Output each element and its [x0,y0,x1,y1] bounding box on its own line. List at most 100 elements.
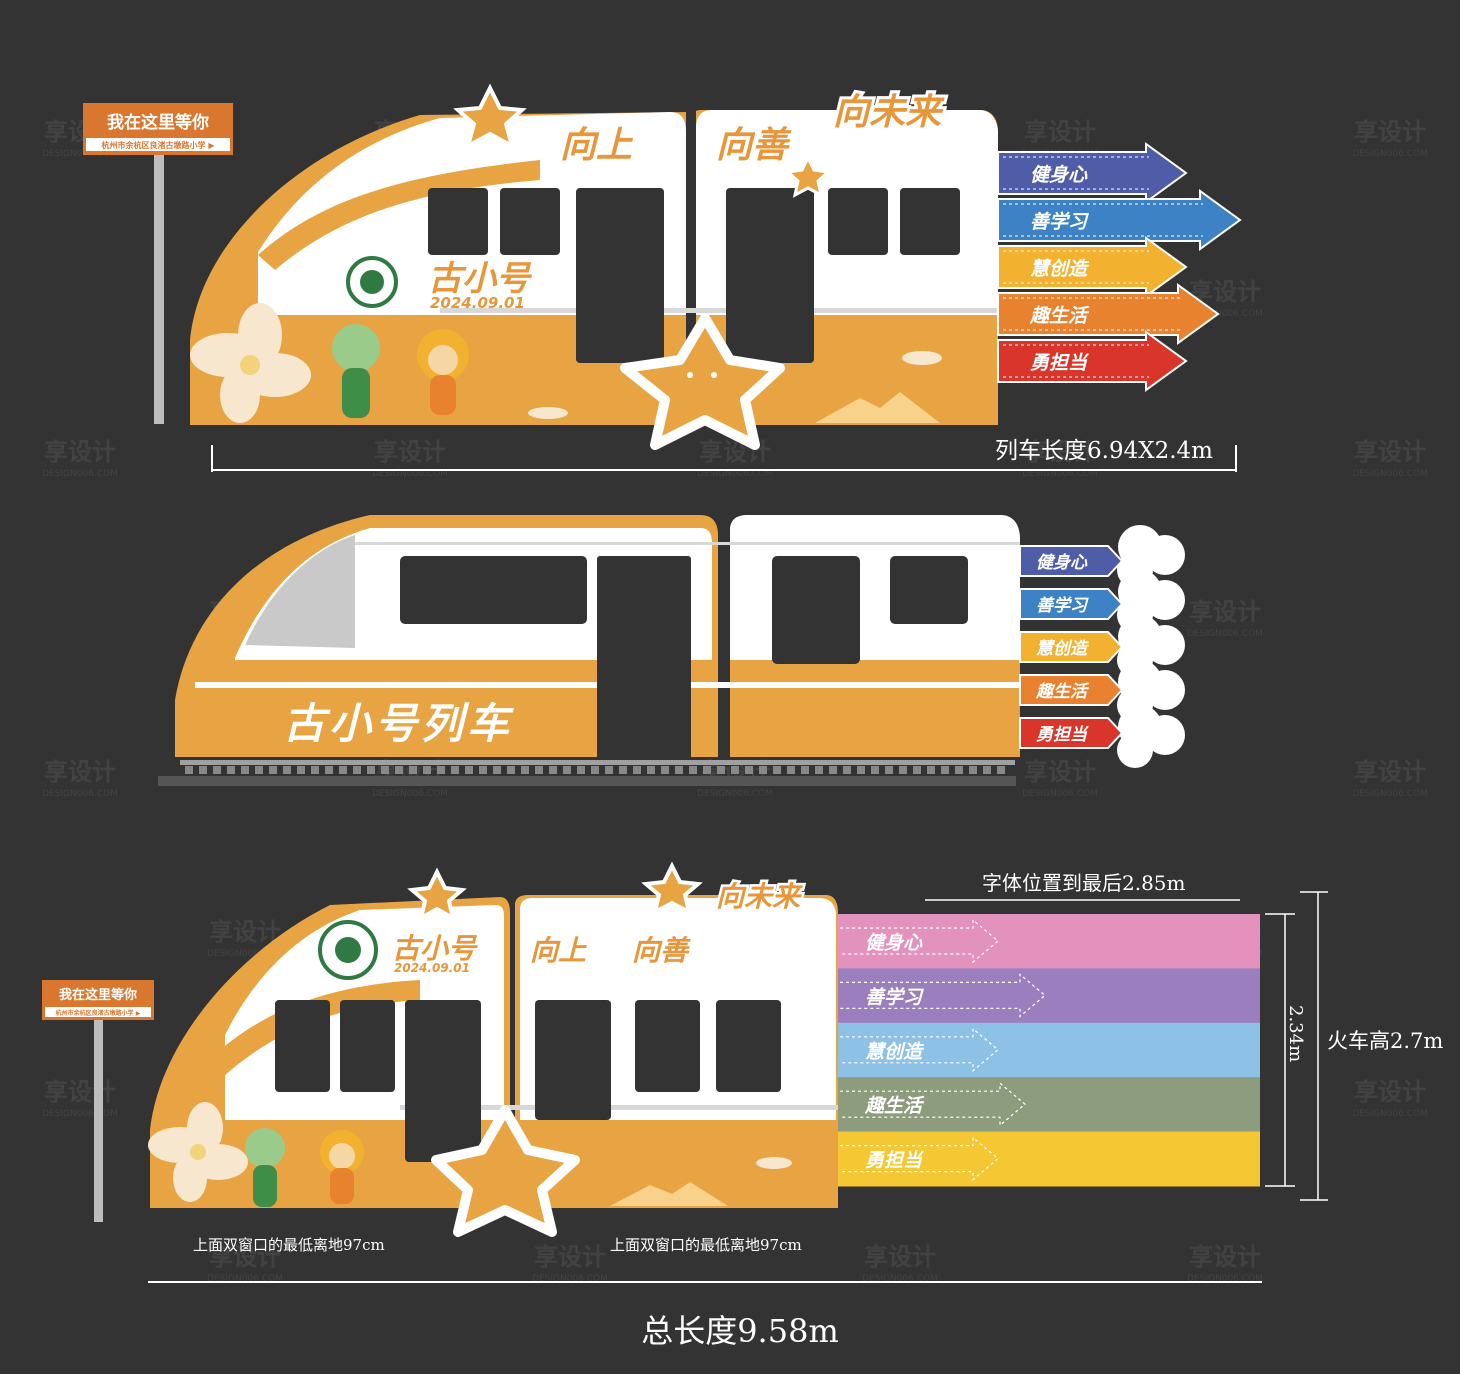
middle-arrow-label: 趣生活 [1035,682,1090,702]
bottom-door-2 [535,1000,611,1120]
rail-tooth [899,766,907,774]
middle-train-top-line [355,542,1020,545]
bottom-stripe [838,1022,1260,1078]
bottom-star-icon-1 [407,867,467,922]
watermark-text: 享设计 [864,1243,936,1271]
watermark-text: 享设计 [209,918,281,946]
watermark-sub: DESIGN006.COM [1187,629,1263,639]
rail-tooth [997,766,1005,774]
bottom-stripe-label: 慧创造 [865,1041,925,1063]
watermark-text: 享设计 [1354,1078,1426,1106]
watermark-text: 享设计 [1354,758,1426,786]
bottom-slogan-2: 向善 [632,934,691,967]
rail-tooth [969,766,977,774]
top-arrow-shape [997,283,1220,345]
watermark-sub: DESIGN006.COM [42,469,118,479]
rail-tooth [521,766,529,774]
bottom-mountains-icon [610,1182,728,1206]
top-train-date: 2024.09.01 [430,294,525,312]
watermark-sub: DESIGN006.COM [1022,789,1098,799]
rail-tooth [927,766,935,774]
rail-tooth [801,766,809,774]
bottom-sign-pole [94,1014,103,1222]
watermark-sub: DESIGN006.COM [1187,309,1263,319]
rail-tooth [815,766,823,774]
top-cloud-icon-2 [902,351,942,365]
bottom-window-note-2: 上面双窗口的最低离地97cm [610,1236,802,1254]
bottom-stripe-arrow-outline [840,918,999,964]
rail-tooth [339,766,347,774]
rail-tooth [493,766,501,774]
bottom-star-icon-2 [641,861,703,916]
middle-arrow-shape [1019,717,1124,749]
rail-tooth [619,766,627,774]
rail-tooth [703,766,711,774]
rail-tooth [395,766,403,774]
middle-window-2 [890,556,968,624]
watermark-sub: DESIGN006.COM [42,789,118,799]
middle-cloud-column-icon [1117,525,1185,768]
top-window-4 [900,188,960,255]
watermark-sub: DESIGN006.COM [862,1274,938,1284]
top-dim-text: 列车长度6.94X2.4m [995,438,1213,464]
bottom-stripe [838,914,1260,969]
bottom-stripe-arrow-outline [840,1027,999,1073]
rail-tooth [633,766,641,774]
rail-tooth [549,766,557,774]
rail-tooth [423,766,431,774]
watermark-text: 享设计 [1024,758,1096,786]
top-train-orange-curve [258,160,540,270]
rail-tooth [787,766,795,774]
top-sign-stripe [86,138,230,151]
bottom-train-date: 2024.09.01 [394,961,470,975]
bottom-dim-height-2: 火车高2.7m [1327,1029,1443,1053]
bottom-stripe [838,1077,1260,1133]
watermark-text: 享设计 [44,1078,116,1106]
rail-tooth [577,766,585,774]
top-door-1 [576,188,664,363]
rail-tooth [199,766,207,774]
middle-train-title: 古小号列车 [283,699,514,748]
rail-tooth [843,766,851,774]
rail-tooth [241,766,249,774]
bottom-stripe [838,968,1260,1024]
bottom-mascot-green-icon [245,1128,285,1207]
bottom-stripe-arrow-outline [840,973,1046,1018]
watermark-text: 享设计 [209,1243,281,1271]
middle-door-1 [597,556,691,760]
rail-tooth [661,766,669,774]
rail-tooth [829,766,837,774]
top-star-icon-2 [784,154,832,198]
bottom-window-1 [275,1000,330,1092]
rail-tooth [269,766,277,774]
bottom-stripe [838,1131,1260,1187]
top-train-name: 古小号 [428,259,533,299]
bottom-slogan-1: 向上 [530,934,587,967]
rail-tooth [983,766,991,774]
bottom-door-1 [405,1000,481,1162]
top-arrow-label: 趣生活 [1029,305,1090,327]
watermark-sub: DESIGN006.COM [207,949,283,959]
rail-tooth [283,766,291,774]
rail-tooth [745,766,753,774]
watermark-sub: DESIGN006.COM [697,469,773,479]
top-sign-title: 我在这里等你 [107,112,209,133]
rail-tooth [227,766,235,774]
top-flower-icon [190,303,311,423]
watermark-text: 享设计 [44,438,116,466]
bottom-stripe-label: 善学习 [865,986,924,1008]
top-arrow-shape [997,142,1188,204]
bottom-stripe-arrow-outline [840,1081,1026,1127]
watermark-sub: DESIGN006.COM [532,1274,608,1284]
top-slogan-3: 向未来 [833,92,945,133]
bottom-window-2 [340,1000,395,1092]
rail-tooth [885,766,893,774]
watermark-text: 享设计 [374,438,446,466]
bottom-dim-text-pos: 字体位置到最后2.85m [982,871,1186,895]
top-arrow-stitch [1003,156,1149,190]
top-window-3 [828,188,888,255]
middle-arrow-shape [1019,631,1124,663]
middle-window-1 [400,556,587,624]
bottom-cloud-icon-1 [756,1157,792,1169]
